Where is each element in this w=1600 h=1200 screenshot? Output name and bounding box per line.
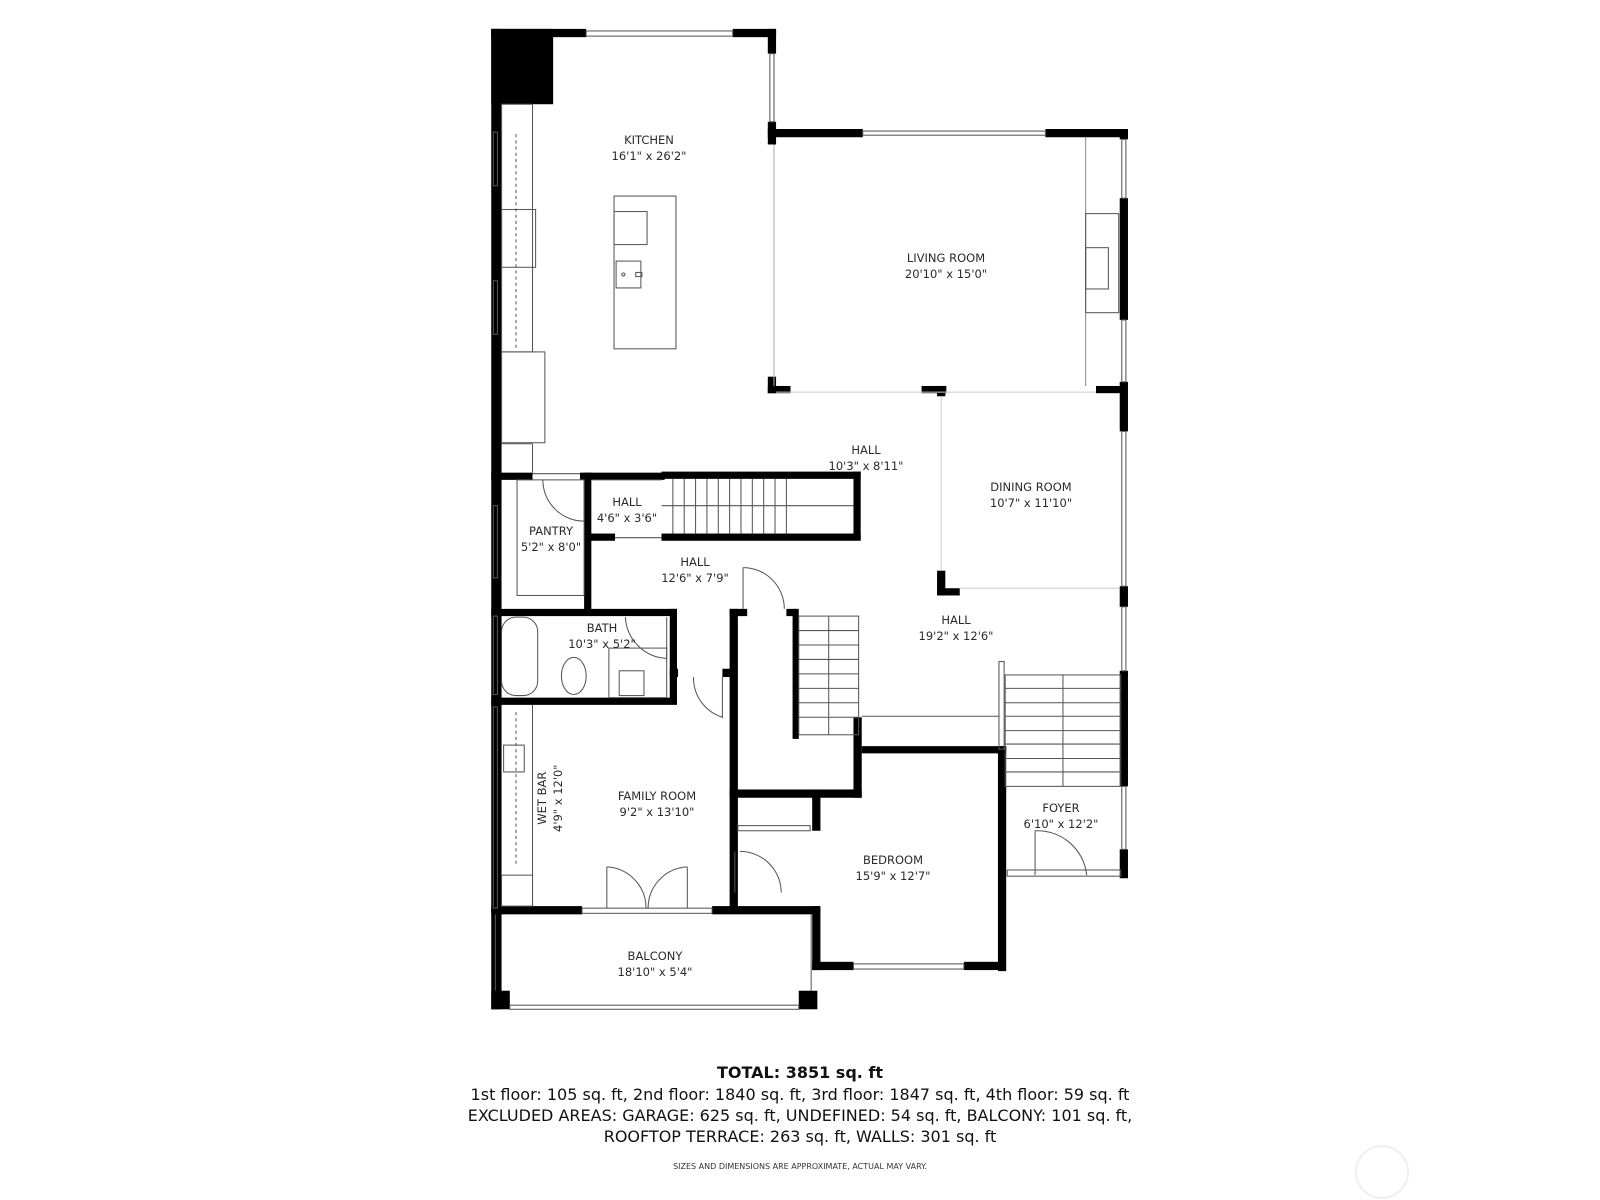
total-area: TOTAL: 3851 sq. ft	[716, 1063, 884, 1082]
room-label-hall-3: HALL 12'6" x 7'9"	[661, 554, 729, 586]
room-name: BALCONY	[627, 949, 683, 963]
room-label-bath: BATH 10'3" x 5'2"	[568, 620, 636, 652]
room-dimensions: 18'10" x 5'4"	[617, 965, 693, 979]
room-label-balcony: BALCONY 18'10" x 5'4"	[618, 948, 693, 980]
room-dimensions: 10'3" x 5'2"	[568, 637, 636, 651]
room-dimensions: 20'10" x 15'0"	[904, 267, 988, 281]
room-dimensions: 10'7" x 11'10"	[989, 496, 1073, 510]
room-label-bedroom: BEDROOM 15'9" x 12'7"	[856, 852, 931, 884]
room-name: HALL	[680, 555, 710, 569]
room-label-hall-1: HALL 10'3" x 8'11"	[829, 442, 904, 474]
area-summary: TOTAL: 3851 sq. ft 1st floor: 105 sq. ft…	[0, 1062, 1600, 1173]
room-name: HALL	[612, 495, 642, 509]
room-label-hall-2: HALL 4'6" x 3'6"	[597, 494, 657, 526]
thin-lines	[492, 30, 1127, 1010]
excluded-areas-line-2: ROOFTOP TERRACE: 263 sq. ft, WALLS: 301 …	[603, 1127, 997, 1146]
room-label-foyer: FOYER 6'10" x 12'2"	[1024, 800, 1099, 832]
room-dimensions: 16'1" x 26'2"	[611, 149, 687, 163]
room-label-wet-bar: WET BAR 4'9" x 12'0"	[534, 764, 566, 832]
room-label-dining-room: DINING ROOM 10'7" x 11'10"	[990, 479, 1072, 511]
room-name: BATH	[586, 621, 618, 635]
room-name: HALL	[941, 613, 971, 627]
walls	[491, 28, 1128, 1010]
room-name: FAMILY ROOM	[617, 789, 697, 803]
room-name: PANTRY	[529, 524, 573, 538]
room-dimensions: 6'10" x 12'2"	[1023, 817, 1099, 831]
room-dimensions: 19'2" x 12'6"	[918, 629, 994, 643]
room-label-pantry: PANTRY 5'2" x 8'0"	[521, 523, 581, 555]
room-name: KITCHEN	[624, 133, 674, 147]
room-dimensions: 5'2" x 8'0"	[520, 540, 582, 554]
room-name: HALL	[851, 443, 881, 457]
excluded-areas-line-1: EXCLUDED AREAS: GARAGE: 625 sq. ft, UNDE…	[467, 1106, 1133, 1125]
room-label-kitchen: KITCHEN 16'1" x 26'2"	[612, 132, 687, 164]
room-name: WET BAR	[535, 771, 549, 825]
room-dimensions: 10'3" x 8'11"	[828, 459, 904, 473]
room-name: BEDROOM	[862, 853, 924, 867]
room-name: FOYER	[1042, 801, 1080, 815]
disclaimer: SIZES AND DIMENSIONS ARE APPROXIMATE, AC…	[673, 1162, 927, 1171]
room-label-hall-4: HALL 19'2" x 12'6"	[919, 612, 994, 644]
room-name: DINING ROOM	[990, 480, 1072, 494]
room-dimensions: 4'9" x 12'0"	[551, 764, 565, 832]
room-label-family-room: FAMILY ROOM 9'2" x 13'10"	[618, 788, 696, 820]
room-dimensions: 9'2" x 13'10"	[619, 805, 695, 819]
room-dimensions: 12'6" x 7'9"	[661, 571, 729, 585]
room-dimensions: 4'6" x 3'6"	[596, 511, 658, 525]
room-name: LIVING ROOM	[906, 251, 986, 265]
floor-areas: 1st floor: 105 sq. ft, 2nd floor: 1840 s…	[470, 1085, 1130, 1104]
room-dimensions: 15'9" x 12'7"	[855, 869, 931, 883]
watermark-logo-icon	[1355, 1145, 1409, 1199]
room-label-living-room: LIVING ROOM 20'10" x 15'0"	[905, 250, 987, 282]
